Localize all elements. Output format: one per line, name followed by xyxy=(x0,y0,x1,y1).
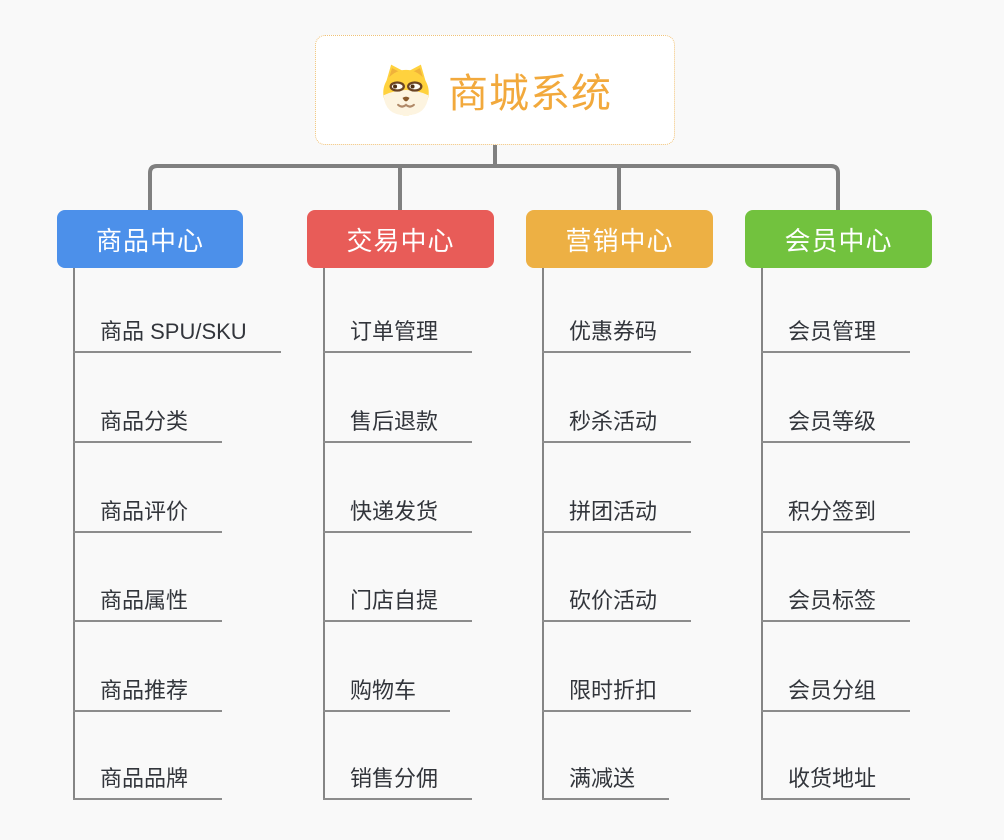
subtopic-item[interactable]: 售后退款 xyxy=(323,403,473,443)
branch-label: 交易中心 xyxy=(346,225,455,256)
subtopic-item[interactable]: 商品 SPU/SKU xyxy=(73,313,281,353)
subtopic-item[interactable]: 会员分组 xyxy=(761,672,911,712)
branch-node-member-center[interactable]: 会员中心 xyxy=(745,210,932,268)
subtopic-item[interactable]: 收货地址 xyxy=(761,760,911,800)
branch-spine xyxy=(323,268,325,800)
subtopic-item[interactable]: 秒杀活动 xyxy=(542,403,692,443)
branch-label: 营销中心 xyxy=(565,225,674,256)
subtopic-item[interactable]: 商品评价 xyxy=(73,493,223,533)
branch-spine xyxy=(542,268,544,800)
root-node[interactable]: 商城系统 xyxy=(315,35,675,145)
subtopic-item[interactable]: 优惠券码 xyxy=(542,313,692,353)
branch-spine xyxy=(761,268,763,800)
branch-node-trade-center[interactable]: 交易中心 xyxy=(307,210,494,268)
branch-spine xyxy=(73,268,75,800)
subtopic-item[interactable]: 购物车 xyxy=(323,672,451,712)
subtopic-item[interactable]: 砍价活动 xyxy=(542,582,692,622)
subtopic-item[interactable]: 快递发货 xyxy=(323,493,473,533)
branch-node-marketing-center[interactable]: 营销中心 xyxy=(526,210,713,268)
subtopic-item[interactable]: 会员标签 xyxy=(761,582,911,622)
subtopic-item[interactable]: 销售分佣 xyxy=(323,760,473,800)
subtopic-item[interactable]: 商品分类 xyxy=(73,403,223,443)
branch-label: 商品中心 xyxy=(95,225,204,256)
subtopic-item[interactable]: 积分签到 xyxy=(761,493,911,533)
subtopic-item[interactable]: 拼团活动 xyxy=(542,493,692,533)
subtopic-item[interactable]: 满减送 xyxy=(542,760,670,800)
dog-face-icon xyxy=(378,62,434,118)
root-title: 商城系统 xyxy=(448,72,612,116)
branch-node-product-center[interactable]: 商品中心 xyxy=(57,210,243,268)
subtopic-item[interactable]: 订单管理 xyxy=(323,313,473,353)
subtopic-item[interactable]: 商品品牌 xyxy=(73,760,223,800)
branch-label: 会员中心 xyxy=(784,225,893,256)
subtopic-item[interactable]: 商品推荐 xyxy=(73,672,223,712)
subtopic-item[interactable]: 商品属性 xyxy=(73,582,223,622)
subtopic-item[interactable]: 会员管理 xyxy=(761,313,911,353)
subtopic-item[interactable]: 门店自提 xyxy=(323,582,473,622)
subtopic-item[interactable]: 会员等级 xyxy=(761,403,911,443)
subtopic-item[interactable]: 限时折扣 xyxy=(542,672,692,712)
